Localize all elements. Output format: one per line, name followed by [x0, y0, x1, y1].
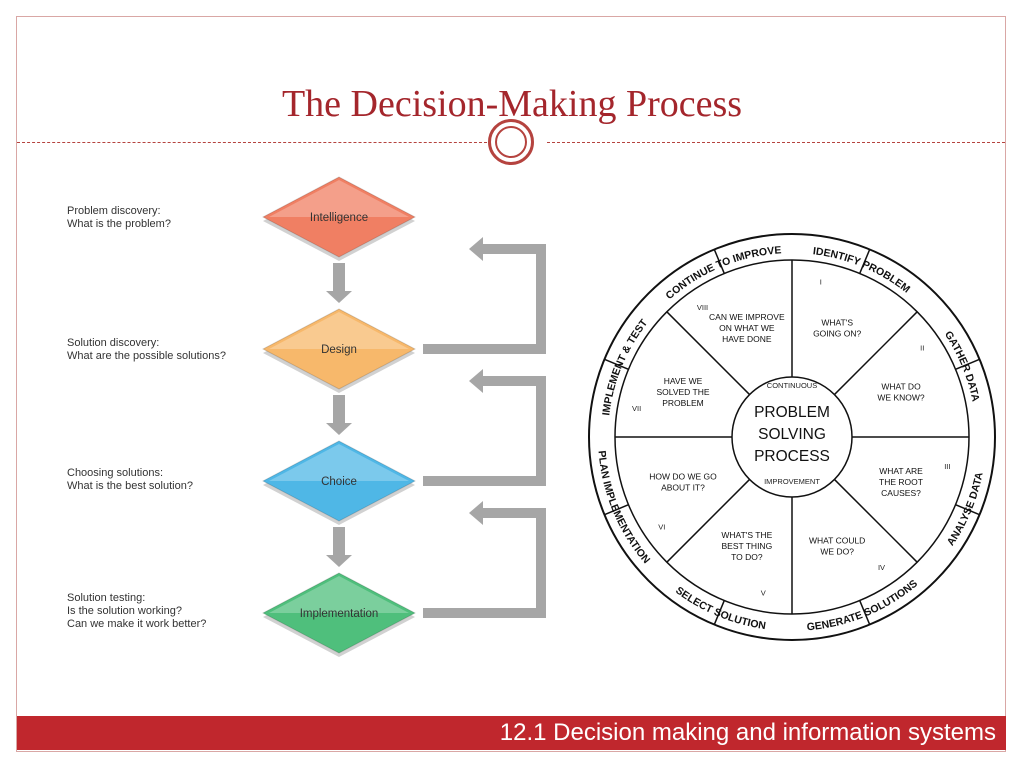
down-arrow-shaft — [333, 395, 345, 423]
stage-diamond-design — [261, 308, 417, 390]
stage-diamond-highlight — [269, 444, 409, 481]
segment-numeral: VI — [658, 522, 665, 531]
center-top-label: CONTINUOUS — [767, 381, 817, 390]
ring-divider — [955, 504, 980, 516]
stage-description-line: Solution testing: — [67, 592, 146, 604]
segment-question-line: ON WHAT WE — [719, 323, 775, 333]
stage-description: Problem discovery:What is the problem? — [67, 205, 267, 231]
problem-solving-wheel: CONTINUOUS PROBLEM SOLVING PROCESS IMPROVEME… — [588, 233, 996, 641]
segment-question-line: TO DO? — [731, 552, 763, 562]
segment-numeral: III — [944, 462, 950, 471]
stage-description: Solution testing:Is the solution working… — [67, 592, 267, 631]
ring-divider — [859, 249, 871, 274]
feedback-loop-arrow — [423, 237, 546, 354]
wheel-spoke — [833, 311, 918, 396]
stage-label: Design — [321, 344, 357, 356]
title-rule-right — [547, 142, 1005, 143]
ring-divider — [604, 358, 629, 370]
stage-diamond-highlight — [269, 180, 409, 217]
ring-divider — [713, 249, 725, 274]
stage-description-line: Can we make it work better? — [67, 618, 207, 630]
segment-numeral: V — [761, 588, 766, 597]
segment-question-line: BEST THING — [721, 541, 772, 551]
down-arrow-head — [326, 291, 352, 303]
segment-numeral: VII — [632, 404, 641, 413]
feedback-loop-arrow — [423, 501, 546, 618]
stage-description: Choosing solutions:What is the best solu… — [67, 467, 267, 493]
feedback-loop-arrow — [423, 369, 546, 486]
stage-description-line: Problem discovery: — [67, 205, 161, 217]
stage-description-line: Is the solution working? — [67, 605, 182, 617]
ring-divider — [859, 600, 871, 625]
stage-label: Choice — [321, 476, 357, 488]
stage-diamond-intelligence — [261, 176, 417, 258]
segment-question-line: WE DO? — [820, 547, 854, 557]
stage-diamond-choice — [261, 440, 417, 522]
stage-diamond-highlight — [269, 312, 409, 349]
wheel-spoke — [666, 478, 751, 563]
ring-divider — [713, 600, 725, 625]
ring-divider — [604, 504, 629, 516]
title-rule-left — [17, 142, 487, 143]
center-title-line: PROCESS — [754, 448, 830, 465]
stage-label: Implementation — [300, 608, 379, 620]
down-arrow-shaft — [333, 527, 345, 555]
title-ring-ornament — [488, 119, 534, 165]
footer-bar: 12.1 Decision making and information sys… — [17, 716, 1006, 750]
segment-question-line: HAVE DONE — [722, 334, 772, 344]
center-bottom-label: IMPROVEMENT — [764, 477, 820, 486]
down-arrow-shaft — [333, 263, 345, 291]
down-arrow-head — [326, 555, 352, 567]
segment-question-line: CAUSES? — [881, 488, 921, 498]
segment-question-line: WHAT'S — [821, 317, 853, 327]
segment-numeral: VIII — [697, 303, 708, 312]
ring-divider — [955, 358, 980, 370]
segment-numeral: II — [920, 344, 924, 353]
wheel-spoke — [666, 311, 751, 396]
segment-question-line: WHAT COULD — [809, 536, 865, 546]
stage-description-line: What are the possible solutions? — [67, 350, 226, 362]
segment-numeral: IV — [878, 563, 885, 572]
segment-question-line: ABOUT IT? — [661, 483, 705, 493]
slide-title: The Decision-Making Process — [281, 83, 743, 125]
segment-question-line: WHAT DO — [881, 381, 921, 391]
segment-question-line: SOLVED THE — [656, 387, 709, 397]
stage-label: Intelligence — [310, 212, 368, 224]
segment-question-line: WHAT'S THE — [721, 530, 772, 540]
segment-question-line: GOING ON? — [813, 328, 861, 338]
segment-question-line: HOW DO WE GO — [649, 472, 717, 482]
segment-question-line: HAVE WE — [664, 376, 703, 386]
stage-description-line: What is the problem? — [67, 218, 171, 230]
stage-description: Solution discovery:What are the possible… — [67, 337, 267, 363]
segment-question-line: CAN WE IMPROVE — [709, 312, 785, 322]
stage-diamond-implementation — [261, 572, 417, 654]
center-title-line: SOLVING — [758, 426, 826, 443]
slide-frame — [16, 16, 1006, 752]
segment-question-line: THE ROOT — [879, 477, 923, 487]
stage-description-line: Choosing solutions: — [67, 467, 164, 479]
stage-description-line: What is the best solution? — [67, 480, 193, 492]
down-arrow-head — [326, 423, 352, 435]
stage-description-line: Solution discovery: — [67, 337, 160, 349]
segment-numeral: I — [820, 278, 822, 287]
segment-question-line: WE KNOW? — [877, 392, 924, 402]
segment-question-line: PROBLEM — [662, 398, 704, 408]
center-title-line: PROBLEM — [754, 404, 830, 421]
segment-question-line: WHAT ARE — [879, 466, 923, 476]
wheel-spoke — [833, 478, 918, 563]
stage-diamond-highlight — [269, 576, 409, 613]
wheel-center-circle — [731, 376, 853, 498]
footer-text: 12.1 Decision making and information sys… — [499, 719, 996, 746]
